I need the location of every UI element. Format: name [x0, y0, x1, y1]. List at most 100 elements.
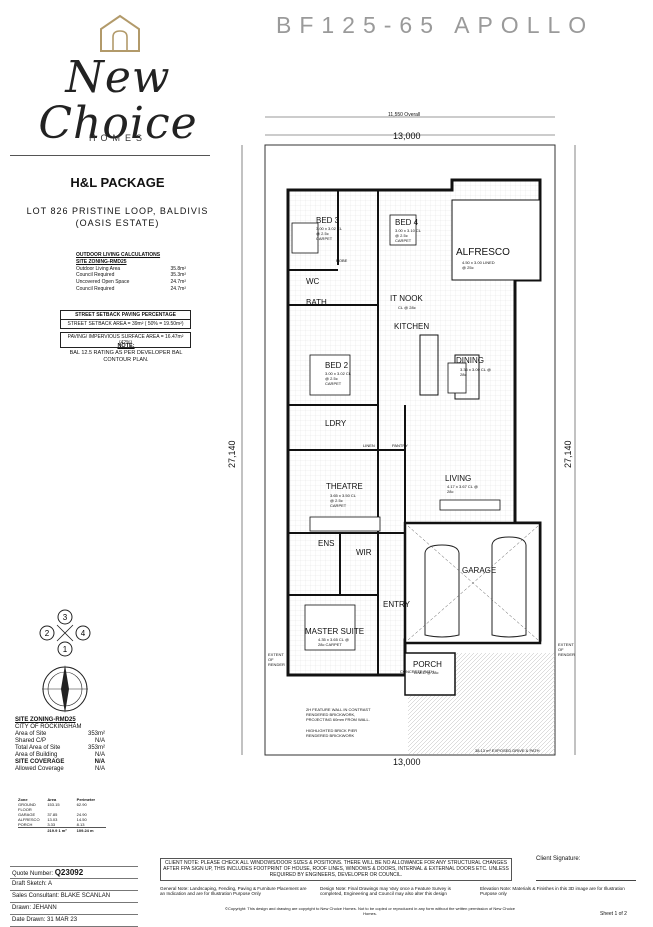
room-label: THEATRE	[326, 482, 363, 491]
room-label: MASTER SUITE	[305, 627, 365, 636]
drawing-meta: Quote Number: Q23092 Draft Sketch: A Sal…	[10, 866, 138, 927]
room-label: WC	[306, 277, 320, 286]
zoning-heading: SITE ZONING-RMD25	[15, 717, 76, 723]
room-label: PORCH	[413, 660, 442, 669]
lot-line-1: LOT 826 PRISTINE LOOP, BALDIVIS	[26, 206, 209, 216]
zoning-row: CITY OF ROCKINGHAM	[15, 724, 82, 730]
feature-wall-note: 2H FEATURE WALL IN CONTRAST RENDERED BRI…	[306, 707, 371, 722]
signature-line	[536, 880, 636, 881]
svg-text:4: 4	[81, 629, 86, 638]
room-spec: 3.36 x 3.00 CL @ 28c	[460, 367, 492, 377]
note-heading: NOTE:	[117, 343, 135, 349]
date-row: Date Drawn: 31 MAR 23	[10, 914, 138, 927]
room-label: BED 3	[316, 216, 340, 225]
room-label: KITCHEN	[394, 322, 430, 331]
quote-row: Quote Number: Q23092	[10, 866, 138, 878]
setback-line-1: STREET SETBACK AREA = 39m² ( 50% = 19.50…	[60, 320, 191, 329]
extent-render-right: EXTENT OF RENDER	[558, 642, 575, 657]
pantry-label: PANTRY	[392, 443, 408, 448]
top-width-dim: 13,000	[393, 131, 421, 141]
room-label: ENS	[318, 539, 335, 548]
room-spec: 3.00 x 3.02 CL @ 2.5c CARPET	[325, 371, 351, 386]
extent-render-left: EXTENT OF RENDER	[268, 652, 285, 667]
elevation-note: Elevation Note: Materials & Finishes in …	[480, 886, 625, 897]
room-label: GARAGE	[462, 566, 497, 575]
floor-plan	[241, 116, 576, 756]
room-label: DINING	[456, 356, 484, 365]
room-spec: 4.35 x 3.65 CL @ 28c CARPET	[318, 637, 350, 647]
room-label: BATH	[306, 298, 327, 307]
outdoor-living-calc: OUTDOOR LIVING CALCULATIONS SITE ZONING-…	[76, 252, 186, 293]
right-depth-dim: 27,140	[563, 440, 573, 468]
robe-label: ROBE	[336, 258, 348, 263]
signature-label: Client Signature:	[536, 856, 581, 862]
room-spec: 3.00 x 3.10 CL @ 2.5c CARPET	[395, 228, 421, 243]
footer-notes: General Note: Landscaping, Fending, Pavi…	[160, 886, 630, 897]
bottom-width-dim: 13,000	[393, 757, 421, 767]
overall-dim: 11,550 Overall	[388, 112, 421, 118]
room-spec: 4.50 x 3.00 LINED @ 25c	[462, 260, 495, 270]
design-note: Design Note: Final Drawings may Vary onc…	[320, 886, 451, 897]
room-label: BED 4	[395, 218, 419, 227]
svg-text:1: 1	[63, 645, 68, 654]
street-setback-box: STREET SETBACK PAVING PERCENTAGE STREET …	[60, 310, 191, 348]
brick-pier-note: HIGHLIGHTED BRICK PIER RENDERED BRICKWOR…	[306, 728, 358, 738]
brand-homes-text: HOMES	[88, 133, 147, 143]
concrete-path-label: CONCRETE PATH	[400, 669, 434, 674]
room-label: ALFRESCO	[456, 247, 510, 258]
setback-heading: STREET SETBACK PAVING PERCENTAGE	[60, 310, 191, 320]
linen-label: LINEN	[363, 443, 375, 448]
room-label: LDRY	[325, 419, 347, 428]
room-label: ENTRY	[383, 600, 410, 609]
design-title: BF125-65 APOLLO	[276, 12, 595, 38]
room-label: LIVING	[445, 474, 472, 483]
general-note: General Note: Landscaping, Fending, Pavi…	[160, 886, 307, 897]
draft-row: Draft Sketch: A	[10, 878, 138, 890]
sheet-number: Sheet 1 of 2	[600, 911, 627, 917]
exposed-drive-label: 38.13 m² EXPOSED DRIVE & PATH	[475, 748, 540, 753]
bal-note: NOTE: BAL 12.5 RATING AS PER DEVELOPER B…	[64, 343, 188, 364]
brand-script-logo: New Choice	[38, 52, 198, 149]
left-depth-dim: 27,140	[227, 440, 237, 468]
compass-icon: 3 2 4 1	[39, 609, 91, 713]
compass-label: 3	[63, 613, 68, 622]
calc-heading: OUTDOOR LIVING CALCULATIONS	[76, 252, 161, 258]
setback-line-2: PAVING/ IMPERVIOUS SURFACE AREA = 16.47m…	[60, 332, 191, 348]
room-spec: LINED @ 28c	[414, 670, 439, 675]
note-text: BAL 12.5 RATING AS PER DEVELOPER BAL CON…	[69, 350, 183, 363]
calc-subheading: SITE ZONING-RMD25	[76, 258, 127, 265]
client-note: CLIENT NOTE: PLEASE CHECK ALL WINDOWS/DO…	[160, 858, 512, 881]
brand-house-icon	[100, 14, 140, 52]
room-label: BED 2	[325, 361, 349, 370]
drawn-row: Drawn: JEHANN	[10, 902, 138, 914]
site-zoning-table: SITE ZONING-RMD25 CITY OF ROCKINGHAM Are…	[15, 717, 105, 773]
svg-text:2: 2	[45, 629, 50, 638]
room-label: WIR	[356, 548, 372, 557]
lot-line-2: (OASIS ESTATE)	[75, 218, 160, 228]
room-spec: 3.65 x 3.50 CL @ 2.5c CARPET	[330, 493, 356, 508]
room-spec: CL @ 28c	[398, 305, 416, 310]
consultant-row: Sales Consultant: BLAKE SCANLAN	[10, 890, 138, 902]
room-spec: 4.17 x 3.67 CL @ 28c	[447, 484, 479, 494]
lot-address: LOT 826 PRISTINE LOOP, BALDIVIS (OASIS E…	[10, 205, 225, 229]
copyright-text: ©Copyright: This design and drawing are …	[225, 906, 515, 916]
divider	[10, 155, 210, 156]
package-title: H&L PACKAGE	[70, 175, 165, 190]
